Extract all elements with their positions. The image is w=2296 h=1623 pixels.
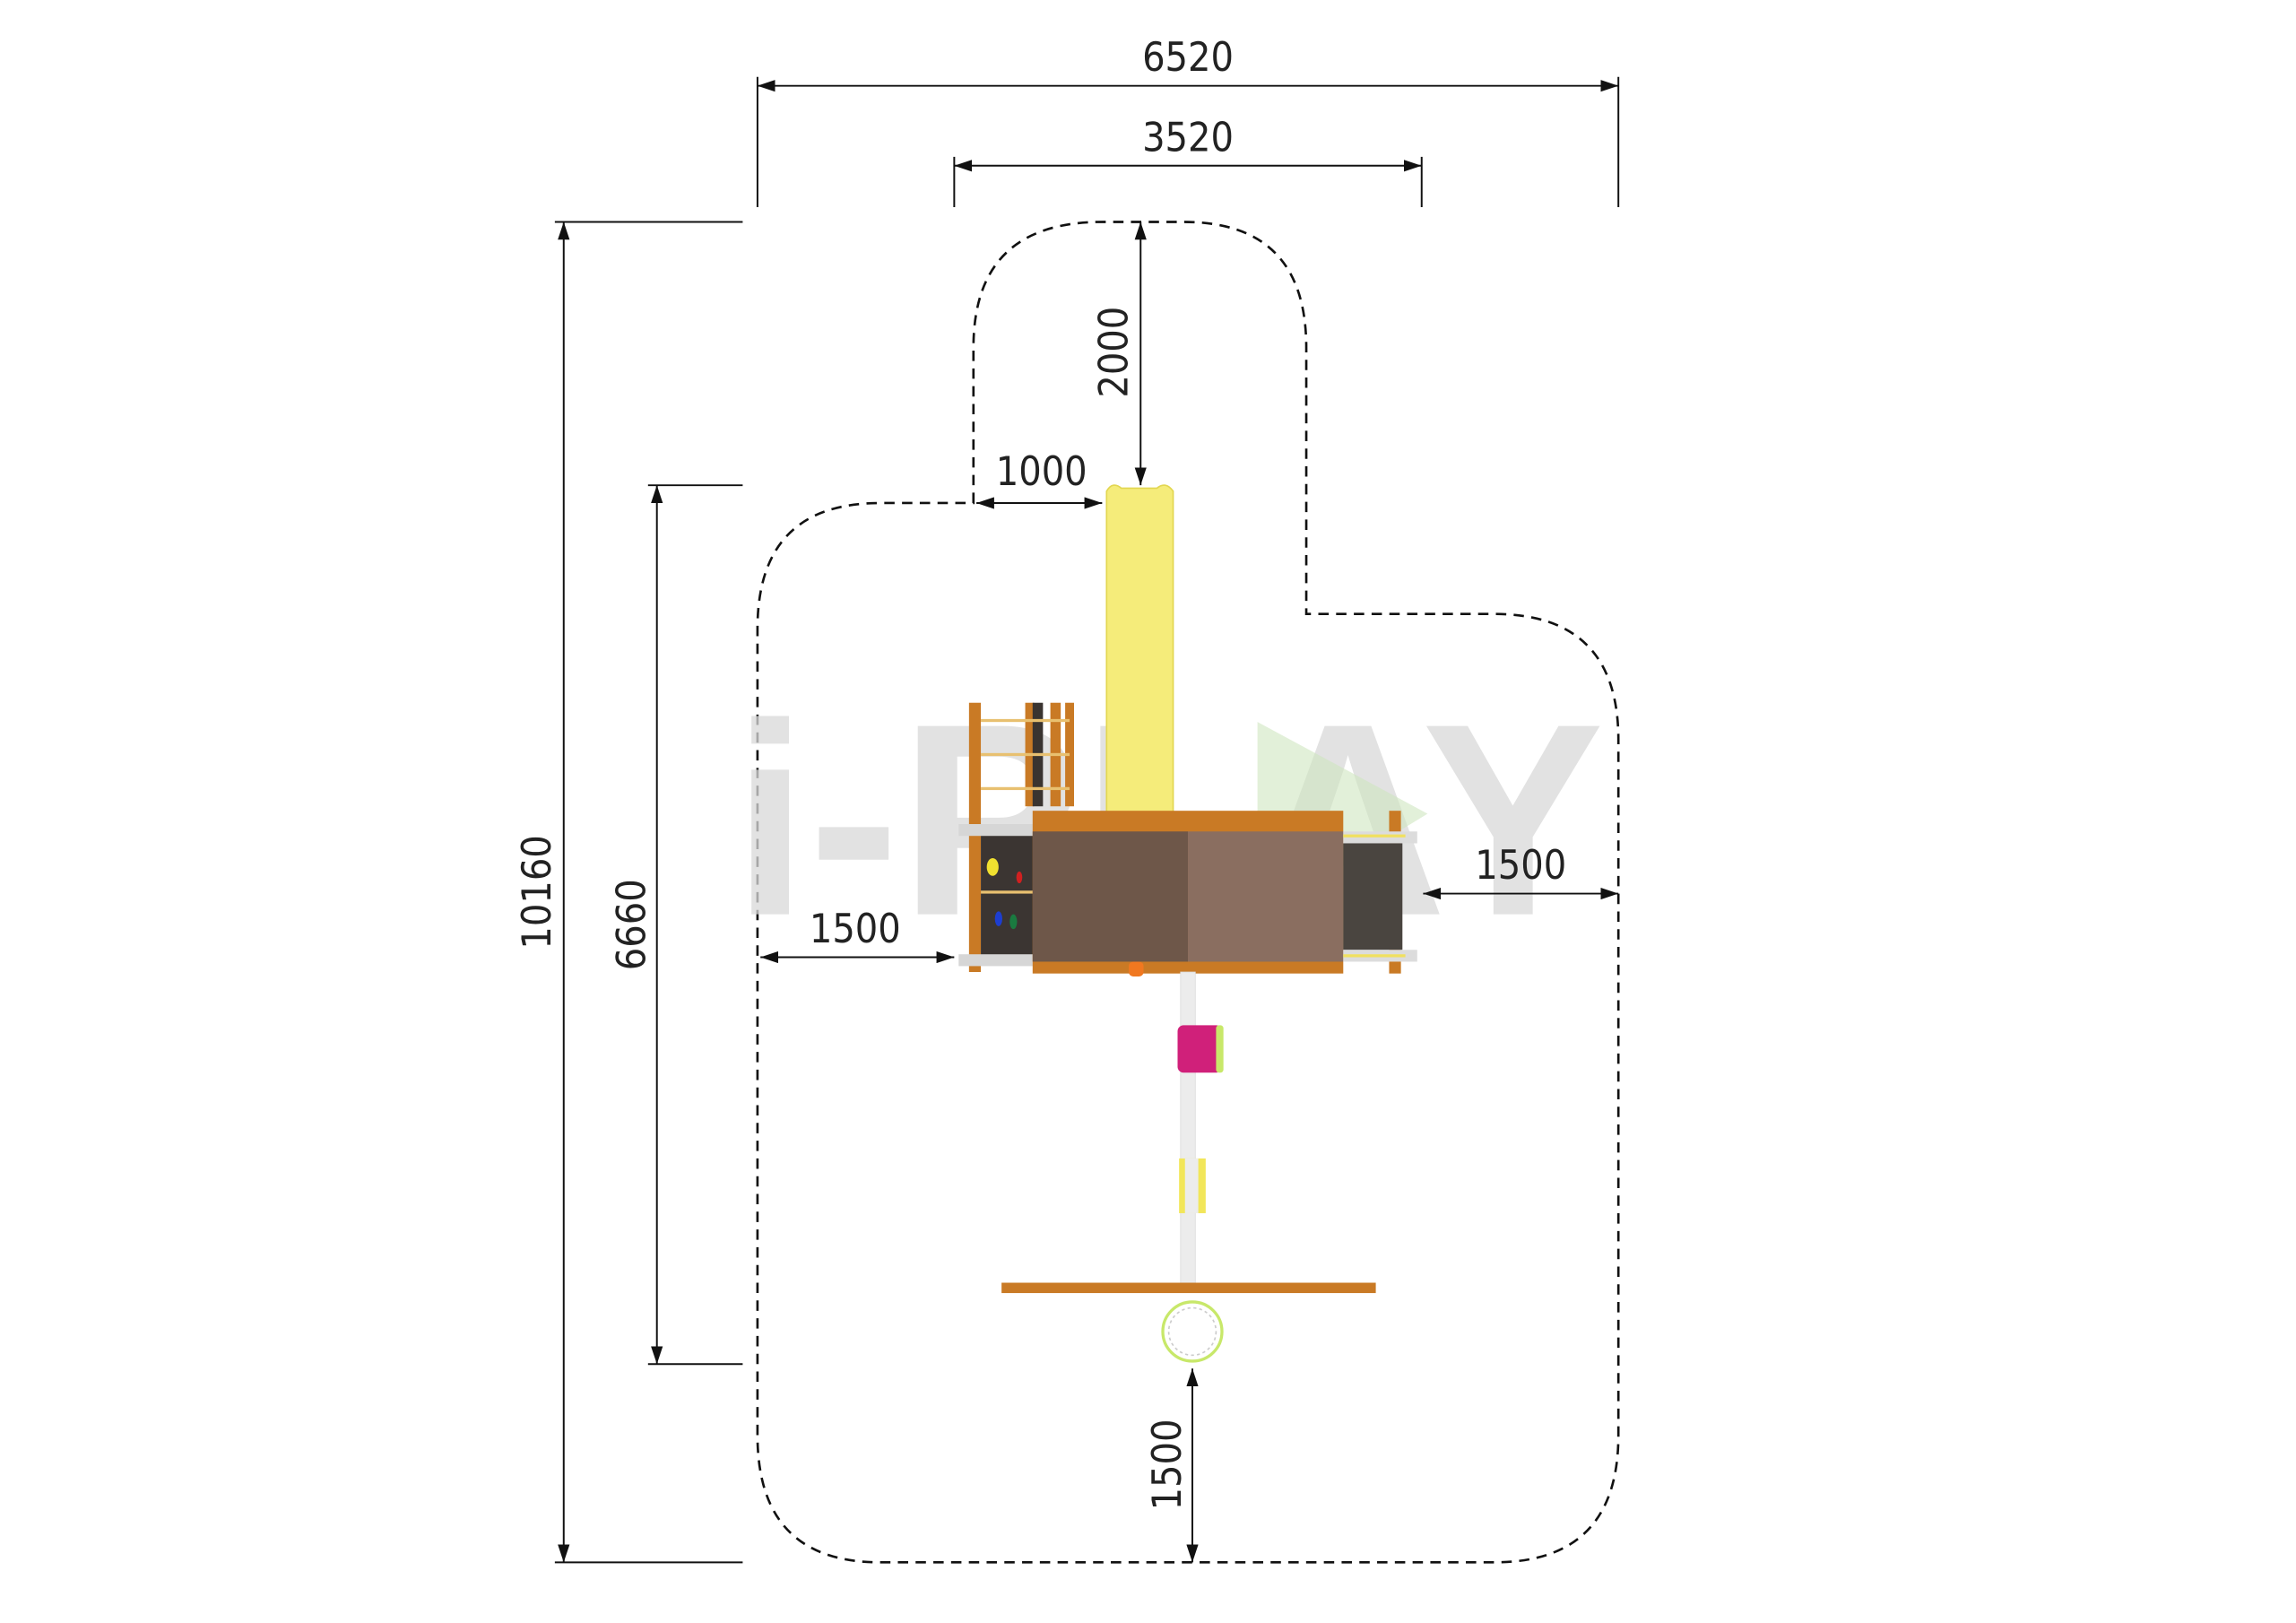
dimension-left-clearance: 1500 — [760, 906, 955, 964]
dimension-slide-clearance: 2000 — [1090, 221, 1147, 486]
svg-text:1500: 1500 — [810, 906, 901, 952]
baby-swing-seat — [1177, 1025, 1222, 1073]
safety-zone-outline — [756, 221, 1620, 1564]
slide — [1105, 484, 1174, 815]
swing-set — [1001, 971, 1376, 1363]
deck-roof — [1032, 811, 1344, 976]
dimension-structure-length: 6660 — [609, 484, 743, 1366]
dimension-overall-width: 6520 — [756, 34, 1620, 207]
svg-text:2000: 2000 — [1090, 307, 1137, 398]
climbing-wall — [958, 702, 1075, 973]
dimension-structure-width: 3520 — [953, 114, 1423, 207]
svg-text:6660: 6660 — [609, 879, 655, 970]
svg-text:1000: 1000 — [996, 448, 1087, 495]
svg-text:10160: 10160 — [514, 835, 560, 949]
svg-text:1500: 1500 — [1475, 842, 1566, 889]
ladder — [1343, 811, 1417, 974]
svg-text:3520: 3520 — [1142, 114, 1234, 161]
svg-text:6520: 6520 — [1142, 34, 1234, 81]
dimension-slide-offset: 1000 — [976, 448, 1103, 509]
nest-swing-ring — [1161, 1300, 1224, 1363]
dimension-bottom-clearance: 1500 — [1144, 1368, 1199, 1563]
dimension-overall-length: 10160 — [514, 221, 743, 1564]
svg-text:1500: 1500 — [1144, 1419, 1191, 1510]
dimension-right-clearance: 1500 — [1423, 842, 1619, 900]
